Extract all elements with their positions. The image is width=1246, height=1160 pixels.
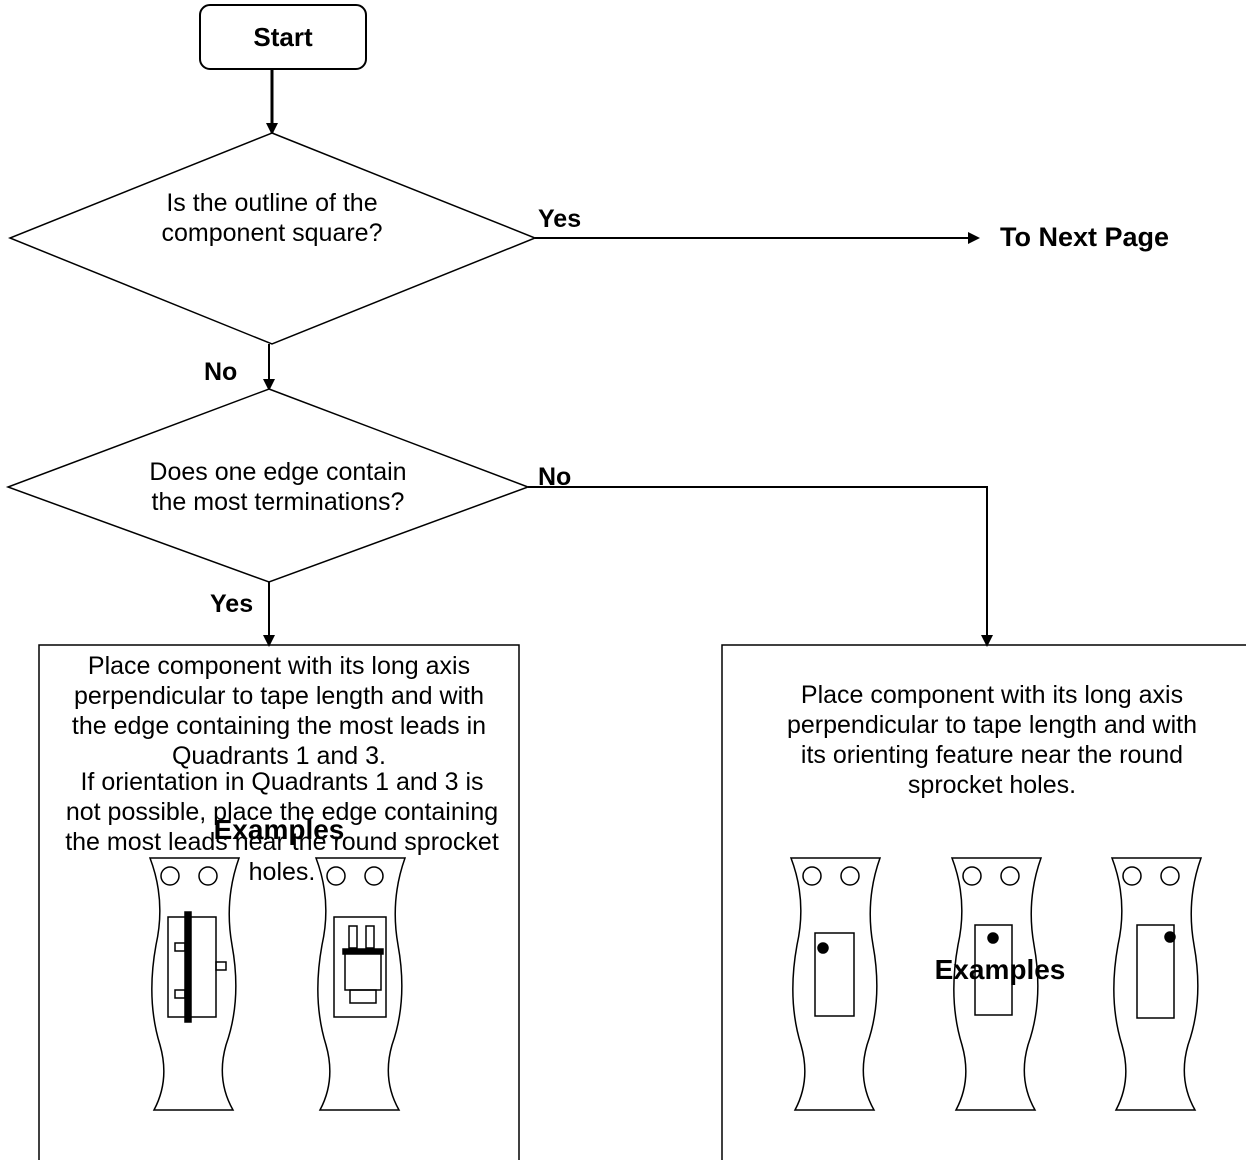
left-box-p2-line: the most leads near the round sprocket: [65, 828, 499, 856]
right-examples-title: Examples: [934, 954, 1066, 985]
left-box-p1-line: Quadrants 1 and 3.: [171, 742, 387, 770]
to-next-page-label: To Next Page: [1000, 222, 1170, 252]
left-box-paragraph2: If orientation in Quadrants 1 and 3 is n…: [42, 767, 522, 887]
left-box-p2-line: If orientation in Quadrants 1 and 3 is: [80, 768, 484, 796]
decision1-text-line1: Is the outline of the: [166, 189, 378, 217]
right-box-p1-line: sprocket holes.: [907, 771, 1077, 799]
decision2-yes-label: Yes: [210, 590, 254, 618]
left-box-p1-line: Place component with its long axis: [87, 652, 471, 680]
example-tape-left-2: [314, 857, 407, 1111]
right-box-p1-line: its orienting feature near the round: [800, 741, 1184, 769]
example-tape-right-3: [1110, 857, 1203, 1111]
right-box-paragraph1: Place component with its long axis perpe…: [722, 680, 1246, 800]
decision1-diamond: [7, 132, 538, 345]
right-box-p1-line: Place component with its long axis: [800, 681, 1184, 709]
decision1-text-line2: component square?: [161, 219, 383, 247]
left-process-box: [38, 644, 520, 1160]
example-tape-right-2: [950, 857, 1043, 1111]
decision2-text-line2: the most terminations?: [151, 488, 405, 516]
left-box-p1-line: perpendicular to tape length and with: [73, 682, 484, 710]
left-examples-title: Examples: [213, 814, 345, 845]
right-process-box: [721, 644, 1246, 1160]
right-box-p1-line: perpendicular to tape length and with: [786, 711, 1197, 739]
decision1-yes-label: Yes: [538, 205, 582, 233]
start-terminator: [199, 4, 367, 70]
decision2-no-label: No: [538, 463, 572, 491]
example-tape-right-1: [789, 857, 882, 1111]
left-box-p1-line: the edge containing the most leads in: [71, 712, 487, 740]
left-box-p2-line: not possible, place the edge containing: [65, 798, 499, 826]
left-box-p2-line: holes.: [248, 858, 316, 886]
decision1-no-label: No: [204, 358, 238, 386]
start-label: Start: [253, 22, 313, 52]
example-tape-left-1: [148, 857, 241, 1111]
left-box-paragraph1: Place component with its long axis perpe…: [39, 651, 519, 771]
decision2-text-line1: Does one edge contain: [149, 458, 407, 486]
arrow-no-to-right-box: [528, 486, 993, 647]
